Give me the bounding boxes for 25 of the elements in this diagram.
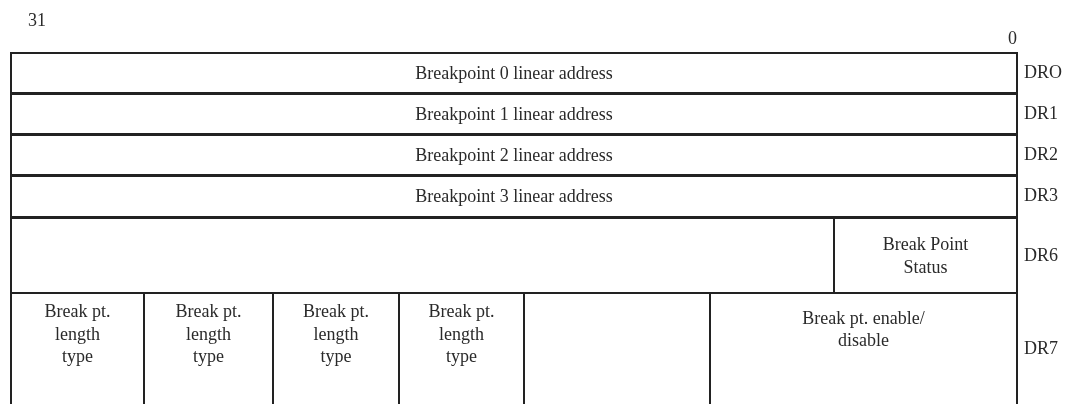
field-label: Break pt. length type [174,300,243,368]
empty-field [523,292,711,404]
field-label: Breakpoint 1 linear address [415,102,613,126]
register-field [10,134,1018,176]
register-name: DRO [1024,62,1062,83]
bit-number: 0 [1008,28,1017,49]
register-name: DR2 [1024,144,1058,165]
field-label: Breakpoint 3 linear address [415,185,613,208]
register-field [833,217,1018,294]
register-field [10,93,1018,135]
field-label: Break Point Status [881,233,970,278]
register-name: DR7 [1024,338,1058,359]
field-label: Breakpoint 2 linear address [415,143,613,167]
empty-field [10,217,835,294]
bit-number: 31 [28,10,46,31]
field-label: Break pt. length type [302,300,370,368]
register-field [10,175,1018,218]
register-name: DR3 [1024,185,1058,206]
field-label: Break pt. length type [427,300,496,368]
field-label: Breakpoint 0 linear address [415,61,613,85]
register-name: DR1 [1024,103,1058,124]
register-name: DR6 [1024,245,1058,266]
register-field [10,52,1018,94]
field-label: Break pt. enable/ disable [801,306,926,352]
field-label: Break pt. length type [43,300,112,368]
